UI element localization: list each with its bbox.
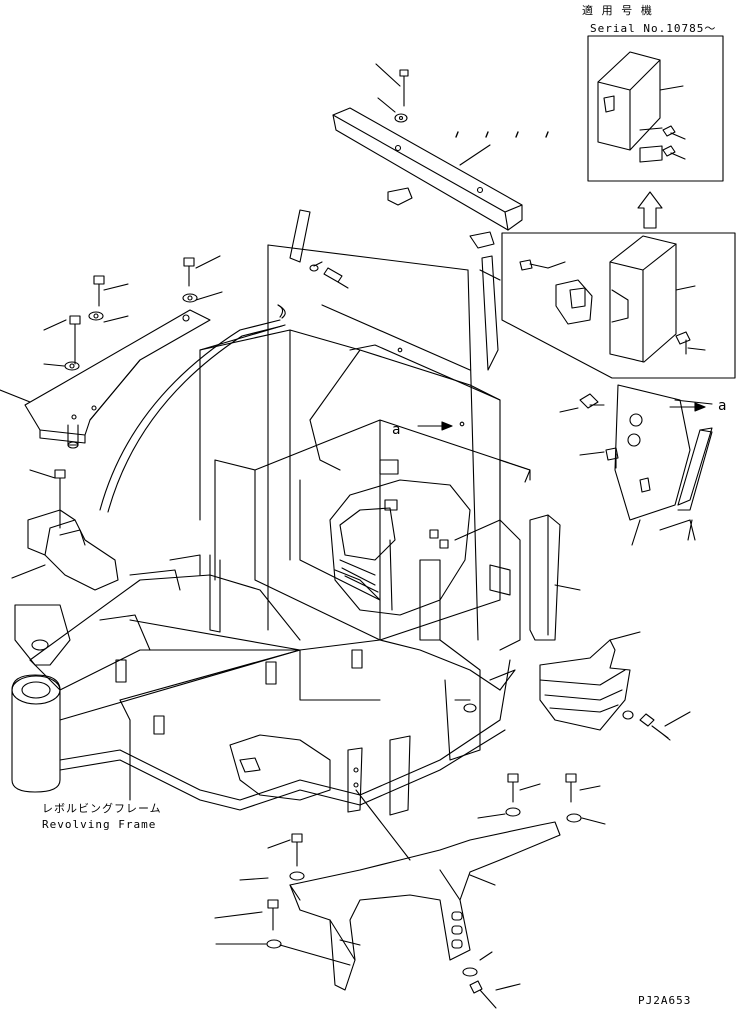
- view-arrows: [417, 402, 706, 431]
- view-marker-a-center: a: [392, 422, 401, 438]
- hook-mark: [277, 304, 284, 318]
- inset-box-drawing: [587, 35, 724, 182]
- frame-label-japanese: レボルビングフレーム: [42, 802, 162, 815]
- view-marker-a-right: a: [718, 398, 727, 414]
- drawing-code: PJ2A653: [638, 994, 692, 1007]
- top-cross-beam: [332, 63, 523, 231]
- main-frame-body: [199, 244, 531, 651]
- clip-brackets: [289, 187, 495, 289]
- left-mount-plate: [0, 255, 223, 449]
- leader-line-center: [321, 304, 471, 371]
- inset-serial-number: Serial No.10785～: [590, 22, 717, 35]
- up-arrow: [637, 191, 663, 229]
- revolving-frame: [11, 554, 516, 811]
- frame-label-english: Revolving Frame: [42, 818, 157, 831]
- inset-heading: 適 用 号 機: [582, 4, 653, 17]
- left-bracket: [11, 469, 119, 591]
- seat-console: [329, 459, 501, 641]
- left-fender: [99, 304, 286, 513]
- detail-box-drawing: [501, 232, 736, 379]
- tick-marks: [455, 131, 549, 138]
- bottom-frame: [214, 735, 606, 1009]
- right-side-parts: [479, 255, 713, 741]
